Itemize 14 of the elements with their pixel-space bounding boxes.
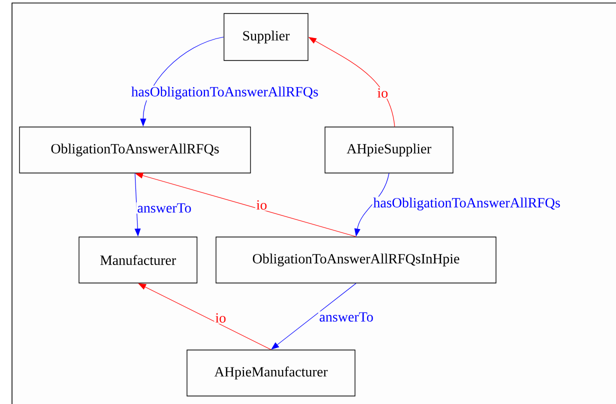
class-box: Supplier — [224, 13, 308, 61]
arrow — [138, 283, 272, 350]
edge-label: answerTo — [318, 311, 374, 323]
edge-label: io — [214, 312, 228, 324]
edge-label: io — [376, 87, 390, 99]
class-box: Manufacturer — [78, 236, 198, 284]
class-box: ObligationToAnswerAllRFQs — [19, 126, 251, 174]
class-box: AHpieManufacturer — [186, 350, 356, 396]
edge-label: hasObligationToAnswerAllRFQs — [372, 196, 562, 212]
class-box: ObligationToAnswerAllRFQsInHpie — [216, 236, 496, 284]
edge-label: io — [255, 199, 268, 211]
edge-label: hasObligationToAnswerAllRFQs — [130, 86, 320, 100]
edge-label: answerTo — [136, 202, 192, 214]
class-box: AHpieSupplier — [324, 126, 454, 174]
